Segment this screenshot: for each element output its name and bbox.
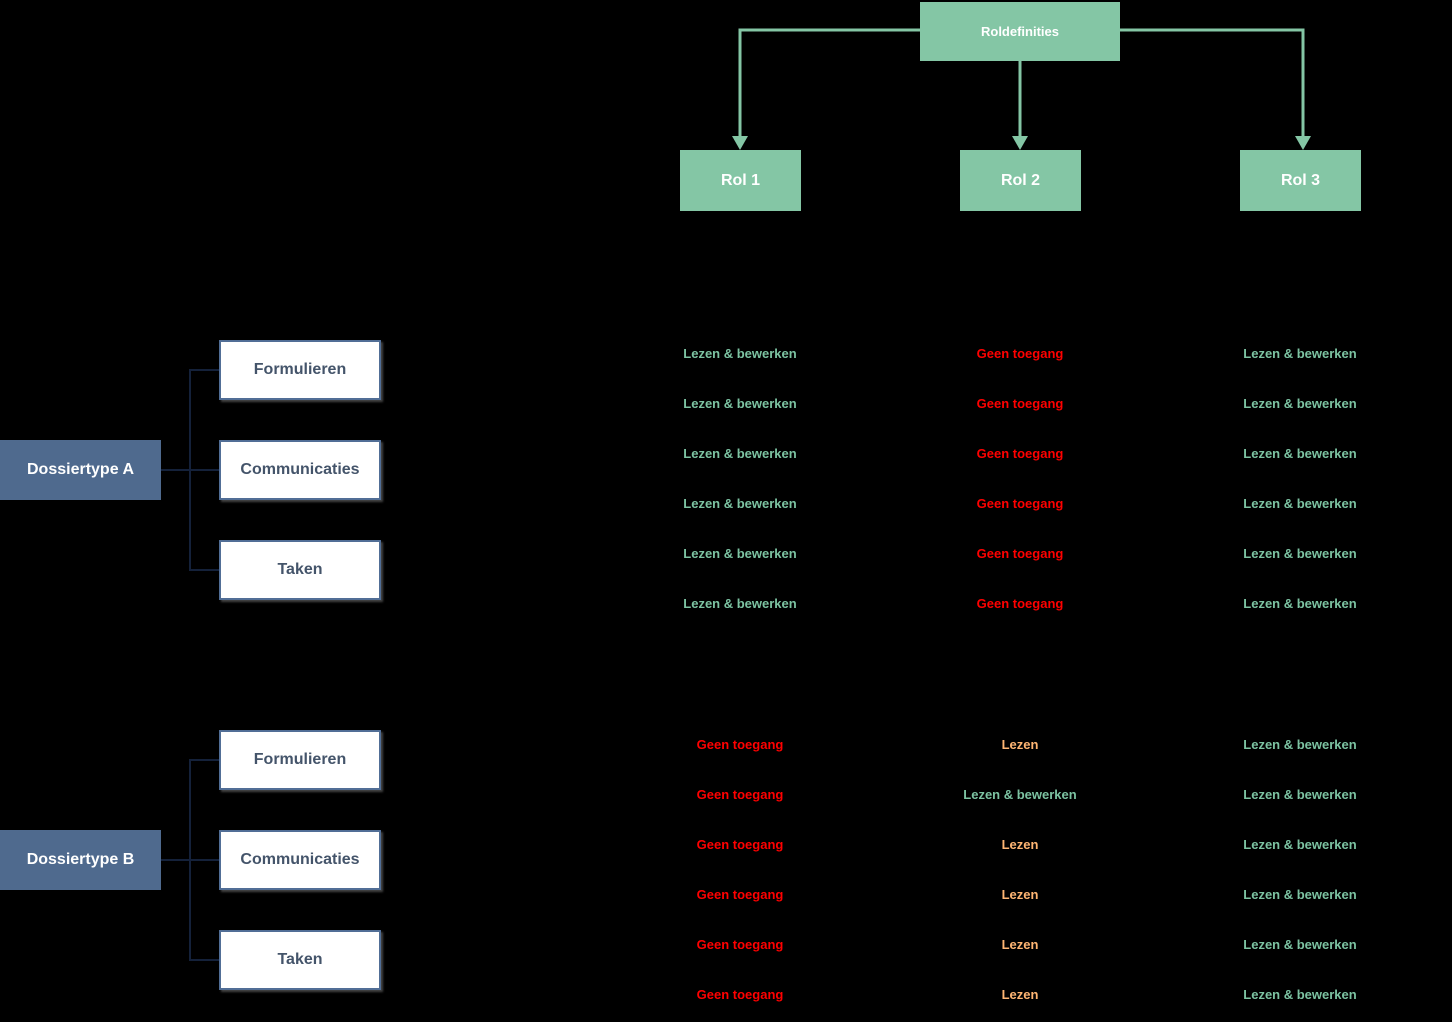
category-a-taken-box: Taken <box>219 540 381 600</box>
permission-cell: Geen toegang <box>976 596 1064 611</box>
permission-cell: Lezen & bewerken <box>1243 396 1357 411</box>
rol-2-box: Rol 2 <box>960 150 1081 211</box>
category-a-formulieren-label: Formulieren <box>253 361 347 378</box>
permission-cell: Lezen <box>1001 987 1039 1002</box>
rol-3-label: Rol 3 <box>1280 171 1321 189</box>
permission-cell: Lezen <box>1001 887 1039 902</box>
rol-1-box: Rol 1 <box>680 150 801 211</box>
permissions-b-rol2-column: Lezen Lezen & bewerken Lezen Lezen Lezen… <box>935 737 1105 1022</box>
permission-cell: Geen toegang <box>976 346 1064 361</box>
permissions-a-rol1-column: Lezen & bewerken Lezen & bewerken Lezen … <box>655 346 825 646</box>
permission-cell: Lezen & bewerken <box>683 396 797 411</box>
permission-cell: Lezen & bewerken <box>1243 596 1357 611</box>
connector-dossier-a-formulieren <box>161 369 219 471</box>
connector-dossier-b-formulieren <box>161 759 219 861</box>
permission-cell: Lezen & bewerken <box>1243 837 1357 852</box>
permission-cell: Geen toegang <box>696 837 784 852</box>
permission-cell: Lezen & bewerken <box>683 446 797 461</box>
permission-cell: Geen toegang <box>696 987 784 1002</box>
permissions-a-rol3-column: Lezen & bewerken Lezen & bewerken Lezen … <box>1215 346 1385 646</box>
permission-cell: Geen toegang <box>696 887 784 902</box>
dossiertype-a-label: Dossiertype A <box>27 461 134 478</box>
dossiertype-a-box: Dossiertype A <box>0 440 161 500</box>
permission-cell: Lezen & bewerken <box>683 346 797 361</box>
permissions-b-rol3-column: Lezen & bewerken Lezen & bewerken Lezen … <box>1215 737 1385 1022</box>
category-a-communicaties-label: Communicaties <box>240 461 360 478</box>
roldefinities-box: Roldefinities <box>920 2 1120 61</box>
permission-cell: Lezen & bewerken <box>1243 787 1357 802</box>
category-a-formulieren-box: Formulieren <box>219 340 381 400</box>
permission-cell: Geen toegang <box>976 396 1064 411</box>
permission-cell: Lezen & bewerken <box>1243 546 1357 561</box>
permission-cell: Lezen & bewerken <box>1243 737 1357 752</box>
permission-cell: Lezen & bewerken <box>1243 496 1357 511</box>
permission-cell: Lezen & bewerken <box>1243 887 1357 902</box>
category-b-taken-box: Taken <box>219 930 381 990</box>
category-a-communicaties-box: Communicaties <box>219 440 381 500</box>
permission-cell: Geen toegang <box>696 737 784 752</box>
permission-cell: Lezen <box>1001 737 1039 752</box>
permission-cell: Lezen & bewerken <box>683 546 797 561</box>
permissions-a-rol2-column: Geen toegang Geen toegang Geen toegang G… <box>935 346 1105 646</box>
permission-cell: Geen toegang <box>976 446 1064 461</box>
permission-cell: Lezen & bewerken <box>1243 937 1357 952</box>
dossiertype-b-box: Dossiertype B <box>0 830 161 890</box>
permission-cell: Lezen & bewerken <box>1243 446 1357 461</box>
permission-cell: Lezen & bewerken <box>683 596 797 611</box>
category-a-taken-label: Taken <box>277 561 323 578</box>
connector-dossier-a-taken <box>161 469 219 571</box>
arrowhead-rol3 <box>1295 136 1311 150</box>
permissions-b-rol1-column: Geen toegang Geen toegang Geen toegang G… <box>655 737 825 1022</box>
permission-cell: Lezen & bewerken <box>683 496 797 511</box>
permission-cell: Lezen & bewerken <box>963 787 1077 802</box>
category-b-communicaties-label: Communicaties <box>240 851 360 868</box>
permission-cell: Lezen & bewerken <box>1243 346 1357 361</box>
permission-cell: Lezen <box>1001 937 1039 952</box>
permission-cell: Lezen <box>1001 837 1039 852</box>
permission-cell: Geen toegang <box>976 496 1064 511</box>
category-b-formulieren-label: Formulieren <box>253 751 347 768</box>
permission-cell: Lezen & bewerken <box>1243 987 1357 1002</box>
arrow-roldefinities-rol1 <box>738 28 920 138</box>
permission-cell: Geen toegang <box>696 937 784 952</box>
arrowhead-rol2 <box>1012 136 1028 150</box>
connector-dossier-b-taken <box>161 859 219 961</box>
dossiertype-b-label: Dossiertype B <box>26 851 135 868</box>
rol-1-label: Rol 1 <box>720 171 761 189</box>
permission-cell: Geen toegang <box>976 546 1064 561</box>
arrowhead-rol1 <box>732 136 748 150</box>
roldefinities-label: Roldefinities <box>980 24 1059 39</box>
category-b-formulieren-box: Formulieren <box>219 730 381 790</box>
rol-3-box: Rol 3 <box>1240 150 1361 211</box>
category-b-communicaties-box: Communicaties <box>219 830 381 890</box>
permission-cell: Geen toegang <box>696 787 784 802</box>
rol-2-label: Rol 2 <box>1000 171 1041 189</box>
arrow-roldefinities-rol3 <box>1120 28 1305 138</box>
category-b-taken-label: Taken <box>277 951 323 968</box>
